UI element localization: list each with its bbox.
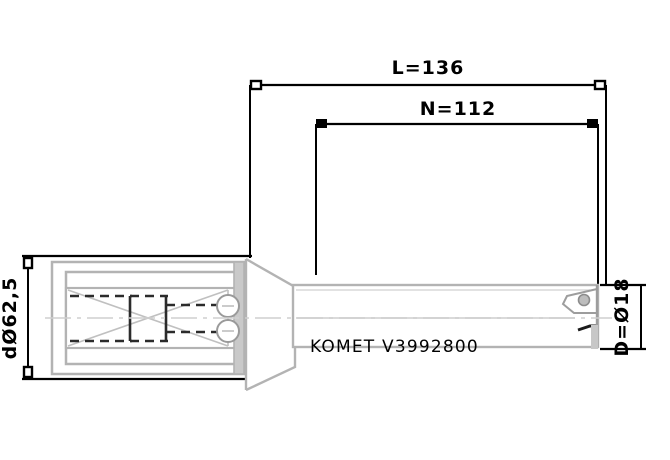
overall-length-label: L=136 xyxy=(392,57,465,79)
insert-screw xyxy=(577,293,591,307)
cutting-diameter-dimension xyxy=(600,283,646,351)
drill-body xyxy=(291,283,600,349)
dim-terminator-right-N xyxy=(587,119,598,128)
dim-terminator-left-N xyxy=(316,119,327,128)
usable-length-dimension xyxy=(315,119,599,285)
overall-length-dimension xyxy=(249,79,607,285)
taper-transition xyxy=(244,257,297,392)
dim-terminator-top-d xyxy=(22,256,34,270)
locking-balls xyxy=(216,294,240,343)
cutting-diameter-label: D=Ø18 xyxy=(611,277,633,356)
shank-diameter-label: dØ62,5 xyxy=(0,277,21,360)
tip-flank xyxy=(591,325,598,349)
dim-terminator-right-L xyxy=(593,79,607,91)
shank-diameter-dimension xyxy=(22,254,252,381)
taper-profile xyxy=(245,257,297,392)
insert-pocket xyxy=(561,285,599,349)
dim-terminator-left-L xyxy=(249,79,263,91)
usable-length-label: N=112 xyxy=(420,98,496,120)
dim-terminator-bottom-d xyxy=(22,365,34,379)
tool-marking-text: KOMET V3992800 xyxy=(310,337,479,357)
drill-body-profile xyxy=(291,283,600,349)
